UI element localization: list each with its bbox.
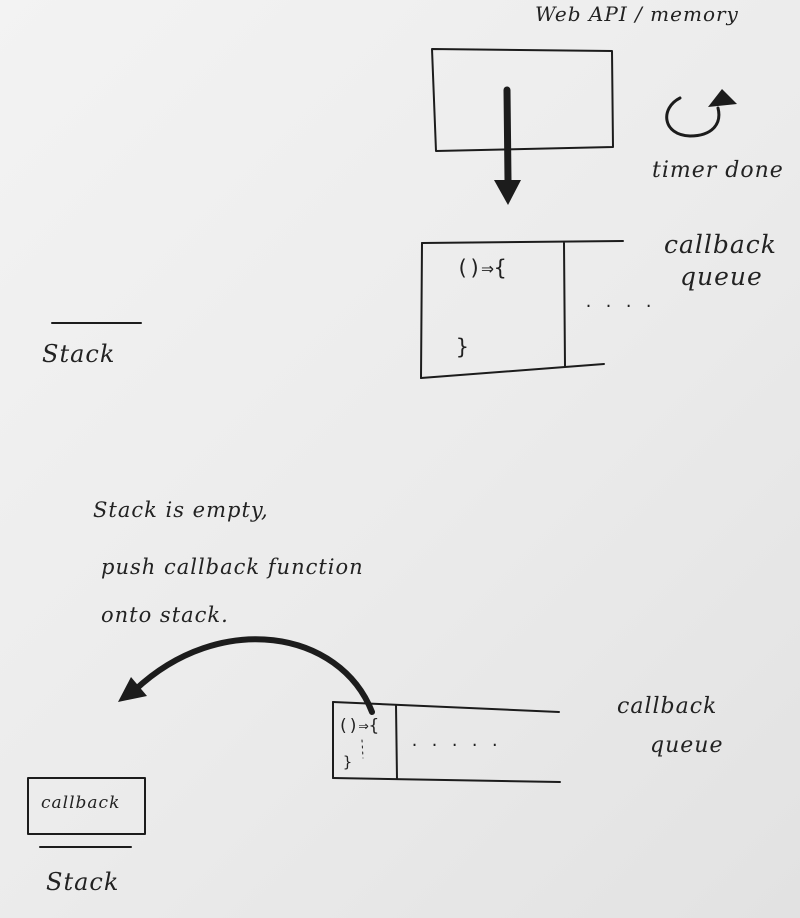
top-callback-queue-label-2: queue	[680, 262, 763, 291]
web-api-label: Web API / memory	[535, 2, 739, 26]
top-callback-queue	[420, 240, 624, 379]
bottom-stack-label: Stack	[46, 868, 120, 896]
down-arrow-head	[494, 180, 521, 205]
note-line-3: onto stack.	[101, 603, 229, 627]
top-queue-entry-open: ()⇒{	[456, 256, 507, 280]
bottom-queue-entry-close: }	[343, 753, 353, 771]
rotate-arrow-icon	[665, 89, 737, 138]
bottom-queue-ellipsis: . . . . .	[410, 732, 501, 750]
stack-item-label: callback	[41, 793, 121, 813]
bottom-callback-queue-label-2: queue	[650, 733, 724, 758]
bottom-queue-entry-open: ()⇒{	[338, 716, 379, 736]
timer-done-label: timer done	[652, 158, 784, 183]
bottom-callback-queue-label-1: callback	[617, 694, 718, 719]
top-queue-entry-close: }	[456, 335, 469, 359]
curved-arrow-head	[118, 677, 147, 702]
top-callback-queue-label-1: callback	[664, 230, 777, 259]
note-line-2: push callback function	[101, 555, 364, 579]
curved-arrow	[132, 636, 375, 715]
top-stack-label: Stack	[42, 340, 116, 368]
web-api-box	[431, 48, 614, 152]
stack-item-box	[27, 777, 146, 835]
bottom-callback-queue	[332, 701, 561, 783]
top-queue-ellipsis: . . . .	[584, 293, 655, 311]
down-arrow-shaft	[503, 86, 512, 184]
note-line-1: Stack is empty,	[93, 498, 269, 522]
